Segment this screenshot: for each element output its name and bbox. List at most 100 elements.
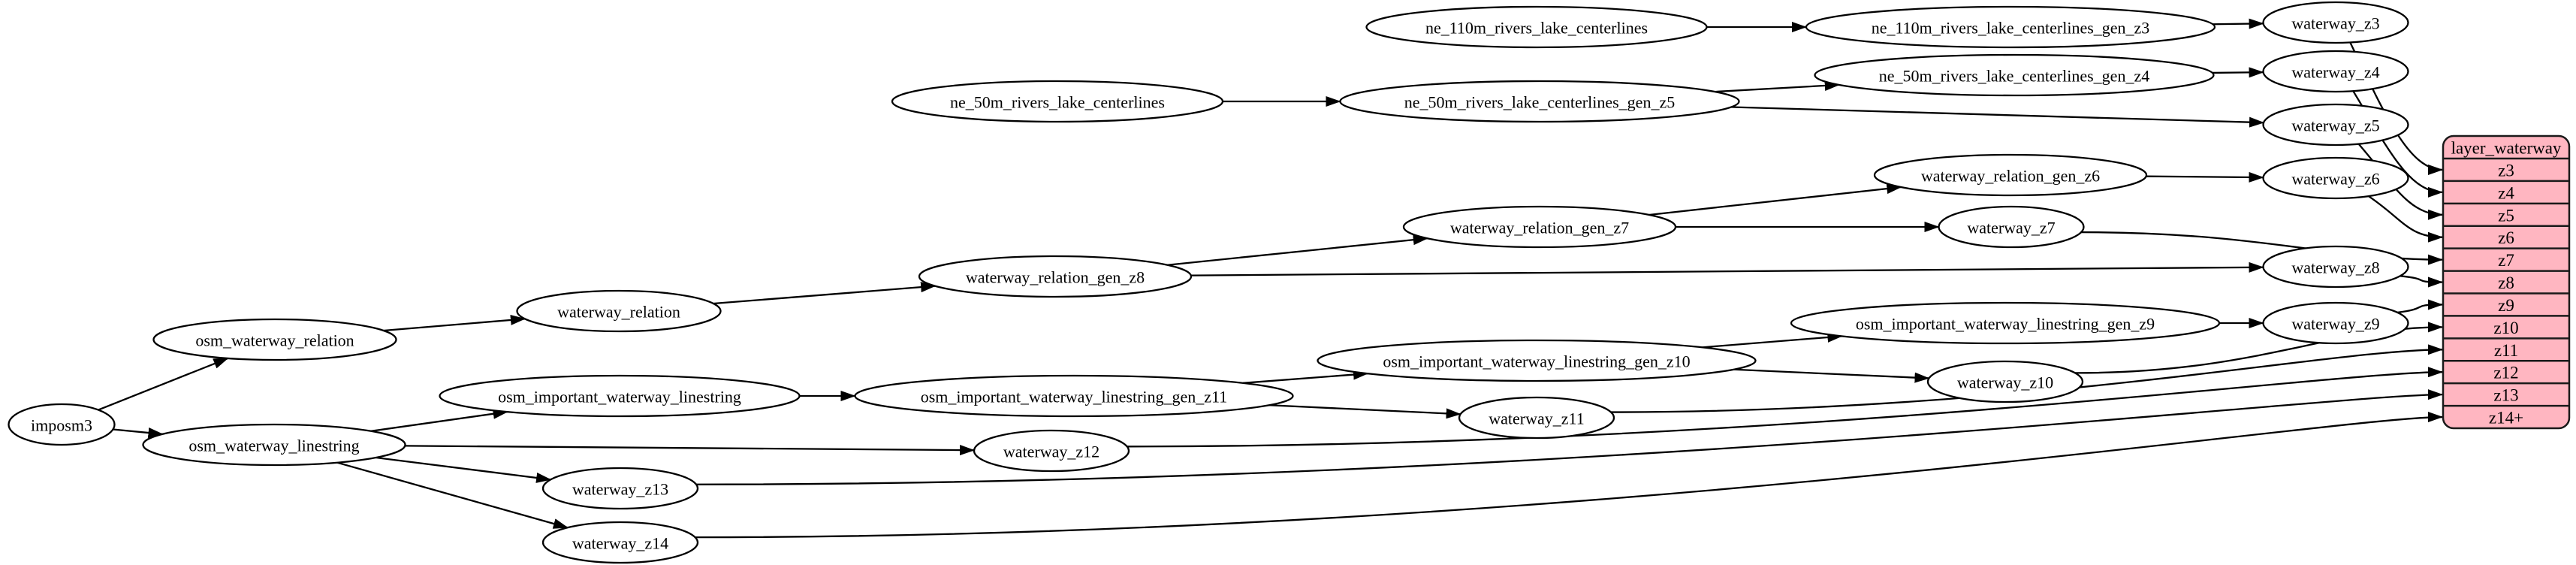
edge-osm_waterway_linestring-to-waterway_z12 [405, 445, 976, 456]
node-ellipse [2262, 50, 2409, 93]
edge-imposm3-to-osm_waterway_linestring [113, 428, 164, 438]
node-label: ne_110m_rivers_lake_centerlines [1425, 19, 1648, 38]
node-waterway_z12: waterway_z12 [973, 429, 1130, 473]
node-label: waterway_z12 [1003, 443, 1099, 461]
node-ellipse [2262, 156, 2409, 200]
node-ellipse [2262, 301, 2409, 345]
node-ellipse [439, 374, 801, 418]
edge-waterway_z11-to-z11 [1611, 344, 2443, 413]
node-ellipse [1365, 5, 1708, 49]
node-ellipse [1938, 205, 2085, 249]
node-imposm3: imposm3 [8, 403, 116, 446]
node-ellipse [973, 429, 1130, 473]
table-row-z14plus: z14+ [2489, 409, 2523, 428]
edge-osm_important_waterway_linestring_gen_z10-to-osm_important_waterway_linestring_gen_z9 [1702, 331, 1843, 349]
edge-waterway_relation_gen_z8-to-waterway_z8 [1190, 261, 2264, 276]
node-waterway_z7: waterway_z7 [1938, 205, 2085, 249]
node-label: ne_50m_rivers_lake_centerlines_gen_z5 [1404, 93, 1675, 112]
node-waterway_z4: waterway_z4 [2262, 50, 2409, 93]
table-row-z10: z10 [2493, 319, 2518, 337]
edge-waterway_relation-to-waterway_relation_gen_z8 [713, 282, 937, 305]
edge-osm_important_waterway_linestring_gen_z11-to-osm_important_waterway_linestring_gen_z10 [1242, 369, 1369, 384]
node-label: imposm3 [31, 416, 92, 435]
edge-osm_waterway_relation-to-waterway_relation [383, 314, 526, 332]
node-ellipse [1926, 360, 2084, 403]
node-osm_important_waterway_linestring_gen_z9: osm_important_waterway_linestring_gen_z9 [1790, 301, 2221, 345]
node-ellipse [8, 403, 116, 446]
node-osm_waterway_relation: osm_waterway_relation [152, 318, 397, 361]
node-ellipse [854, 374, 1294, 418]
edge-waterway_z6-to-z6 [2368, 195, 2443, 243]
node-ellipse [2262, 103, 2409, 147]
node-label: osm_waterway_linestring [189, 437, 359, 455]
node-label: ne_50m_rivers_lake_centerlines [950, 93, 1165, 112]
edge-ne_50m_rivers_lake_centerlines_gen_z5-to-ne_50m_rivers_lake_centerlines_gen_z4 [1715, 80, 1840, 93]
node-label: waterway_z7 [1967, 219, 2055, 237]
node-label: waterway_z11 [1489, 409, 1584, 428]
node-waterway_relation: waterway_relation [516, 289, 722, 333]
edge-waterway_relation_gen_z7-to-waterway_relation_gen_z6 [1648, 183, 1902, 216]
edge-waterway_z12-to-z12 [1127, 367, 2443, 448]
node-ne_50m_rivers_lake_centerlines_gen_z4: ne_50m_rivers_lake_centerlines_gen_z4 [1814, 53, 2215, 97]
node-ellipse [1814, 53, 2215, 97]
node-ellipse [1339, 80, 1740, 123]
node-ne_50m_rivers_lake_centerlines_gen_z5: ne_50m_rivers_lake_centerlines_gen_z5 [1339, 80, 1740, 123]
node-waterway_z14: waterway_z14 [541, 521, 699, 564]
node-waterway_relation_gen_z6: waterway_relation_gen_z6 [1873, 153, 2148, 197]
node-label: waterway_z6 [2291, 170, 2379, 189]
node-waterway_z10: waterway_z10 [1926, 360, 2084, 403]
node-label: waterway_z10 [1957, 373, 2053, 392]
table-row-z7: z7 [2498, 251, 2514, 270]
node-label: ne_110m_rivers_lake_centerlines_gen_z3 [1872, 19, 2150, 38]
node-ellipse [1458, 396, 1615, 440]
node-waterway_z13: waterway_z13 [541, 467, 699, 510]
node-label: waterway_relation_gen_z7 [1450, 219, 1629, 237]
edge-osm_waterway_linestring-to-osm_important_waterway_linestring [370, 408, 508, 432]
edge-ne_50m_rivers_lake_centerlines_gen_z4-to-waterway_z4 [2212, 67, 2264, 78]
edge-ne_110m_rivers_lake_centerlines_gen_z3-to-waterway_z3 [2213, 18, 2264, 29]
node-waterway_z6: waterway_z6 [2262, 156, 2409, 200]
table-row-z3: z3 [2498, 161, 2514, 180]
edge-waterway_z13-to-z13 [696, 389, 2443, 485]
node-ellipse [142, 423, 406, 467]
node-ellipse [2262, 1, 2409, 44]
table-row-z4: z4 [2498, 183, 2514, 202]
node-osm_important_waterway_linestring_gen_z11: osm_important_waterway_linestring_gen_z1… [854, 374, 1294, 418]
node-ellipse [1873, 153, 2148, 197]
node-waterway_z8: waterway_z8 [2262, 245, 2409, 289]
node-osm_important_waterway_linestring: osm_important_waterway_linestring [439, 374, 801, 418]
edge-waterway_relation_gen_z8-to-waterway_relation_gen_z7 [1167, 234, 1428, 266]
nodes-layer: imposm3 osm_waterway_relation osm_waterway… [8, 1, 2409, 564]
table-title: layer_waterway [2451, 139, 2562, 158]
node-label: osm_important_waterway_linestring_gen_z9 [1856, 315, 2155, 334]
node-ellipse [2262, 245, 2409, 289]
edge-ne_50m_rivers_lake_centerlines_gen_z5-to-waterway_z5 [1731, 106, 2265, 128]
node-ellipse [918, 255, 1193, 298]
node-label: osm_important_waterway_linestring [498, 388, 741, 406]
node-ellipse [541, 467, 699, 510]
table-row-z11: z11 [2494, 341, 2518, 360]
edge-waterway_z9-to-z9 [2397, 299, 2443, 314]
table-row-z13: z13 [2493, 386, 2518, 405]
node-label: osm_waterway_relation [195, 331, 354, 350]
node-osm_important_waterway_linestring_gen_z10: osm_important_waterway_linestring_gen_z1… [1317, 339, 1757, 382]
edge-waterway_z5-to-z5 [2357, 143, 2443, 220]
node-label: waterway_relation_gen_z8 [966, 268, 1145, 287]
node-ne_50m_rivers_lake_centerlines: ne_50m_rivers_lake_centerlines [891, 80, 1224, 123]
edge-imposm3-to-osm_waterway_relation [98, 357, 229, 411]
layer-waterway-table: layer_waterwayz3z4z5z6z7z8z9z10z11z12z13… [2442, 134, 2571, 430]
table-row-z5: z5 [2498, 206, 2514, 225]
node-waterway_z5: waterway_z5 [2262, 103, 2409, 147]
node-ne_110m_rivers_lake_centerlines_gen_z3: ne_110m_rivers_lake_centerlines_gen_z3 [1805, 5, 2216, 49]
node-waterway_relation_gen_z8: waterway_relation_gen_z8 [918, 255, 1193, 298]
node-ellipse [1790, 301, 2221, 345]
node-ellipse [516, 289, 722, 333]
edge-osm_waterway_linestring-to-waterway_z13 [376, 456, 552, 483]
edge-osm_waterway_linestring-to-waterway_z14 [336, 461, 569, 529]
node-ellipse [541, 521, 699, 564]
node-label: waterway_relation_gen_z6 [1921, 167, 2100, 186]
table-row-z12: z12 [2493, 364, 2518, 382]
node-ellipse [891, 80, 1224, 123]
table-row-z9: z9 [2498, 296, 2514, 315]
